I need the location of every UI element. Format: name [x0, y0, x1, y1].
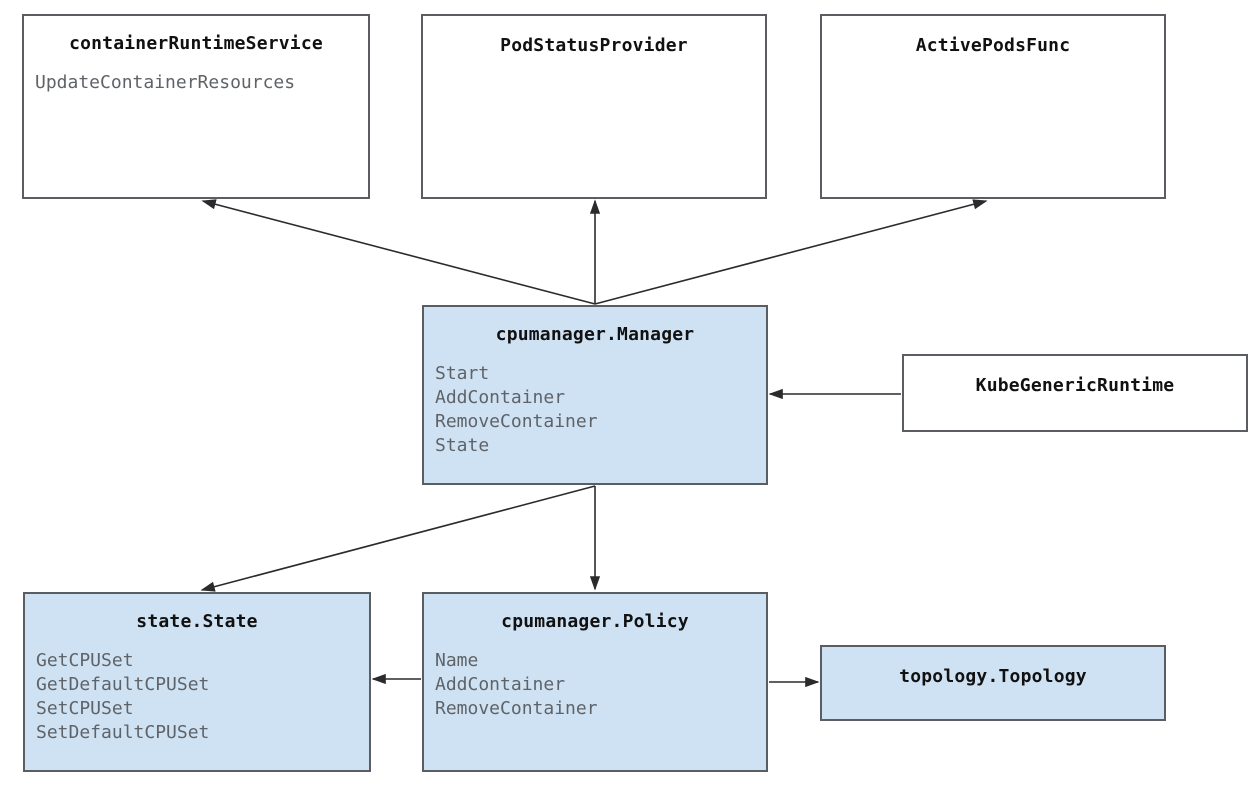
- node-kubeGenericRuntime[interactable]: KubeGenericRuntime: [902, 354, 1248, 432]
- node-member: RemoveContainer: [435, 698, 598, 719]
- node-podStatusProvider[interactable]: PodStatusProvider: [421, 14, 767, 199]
- node-member: Start: [435, 363, 490, 384]
- node-title: topology.Topology: [899, 666, 1087, 687]
- node-member: GetDefaultCPUSet: [36, 674, 210, 695]
- node-title: ActivePodsFunc: [915, 35, 1071, 56]
- node-member: AddContainer: [435, 674, 566, 695]
- node-title: PodStatusProvider: [500, 35, 688, 56]
- node-title: KubeGenericRuntime: [975, 375, 1175, 396]
- edge-manager-to-containerRuntimeService: [201, 199, 596, 305]
- node-title: state.State: [136, 611, 258, 632]
- node-title: cpumanager.Manager: [495, 324, 695, 345]
- node-title: cpumanager.Policy: [501, 611, 689, 632]
- node-member: Name: [435, 650, 479, 671]
- edge-manager-to-stateState: [200, 485, 596, 592]
- node-member: SetCPUSet: [36, 698, 134, 719]
- node-member: AddContainer: [435, 387, 566, 408]
- edge-manager-to-activePodsFunc: [594, 199, 988, 305]
- node-member: RemoveContainer: [435, 411, 598, 432]
- node-activePodsFunc[interactable]: ActivePodsFunc: [820, 14, 1166, 199]
- node-topologyTopology[interactable]: topology.Topology: [820, 645, 1166, 721]
- node-member-list: UpdateContainerResources: [24, 71, 368, 95]
- node-member: GetCPUSet: [36, 650, 134, 671]
- node-member: SetDefaultCPUSet: [36, 722, 210, 743]
- node-member: UpdateContainerResources: [35, 72, 296, 93]
- node-title: containerRuntimeService: [69, 33, 323, 54]
- node-member: State: [435, 435, 490, 456]
